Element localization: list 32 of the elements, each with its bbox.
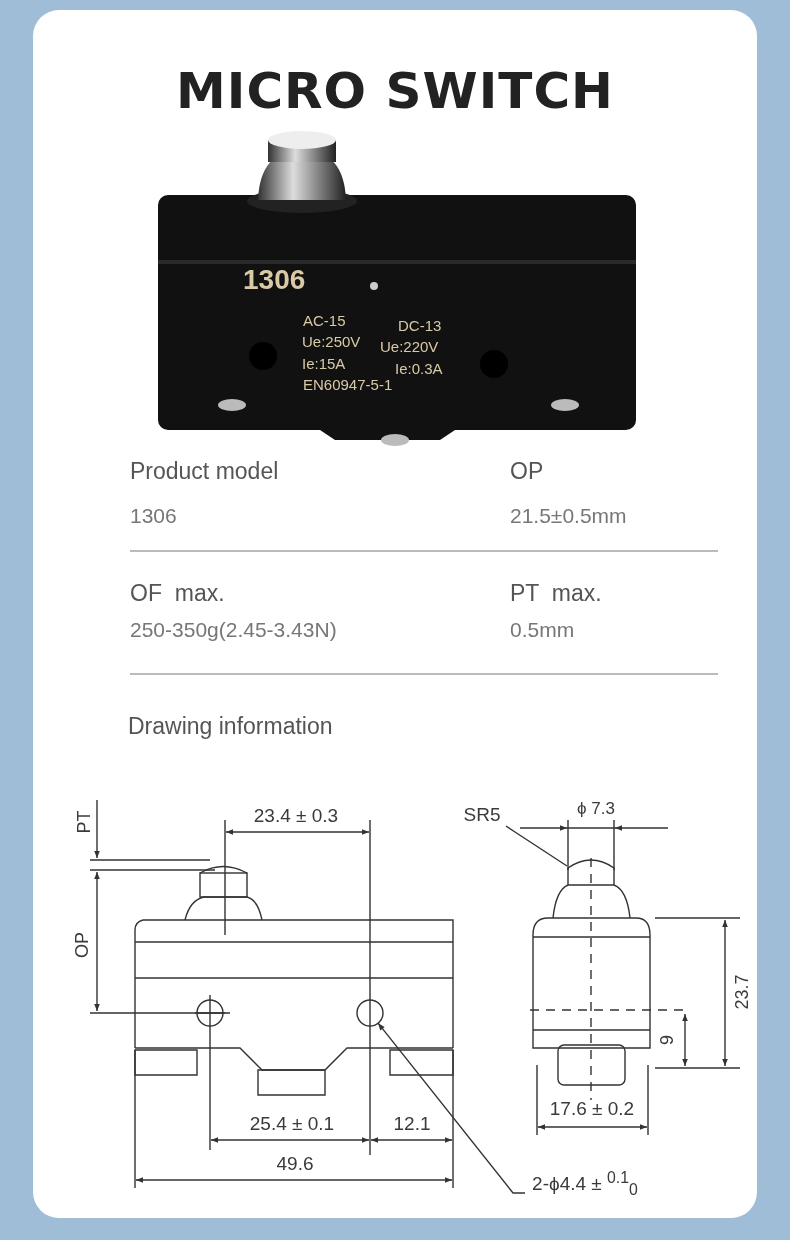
mounting-hole xyxy=(356,999,384,1027)
dimension-label: 23.4 ± 0.3 xyxy=(253,805,339,825)
dimension-label: ϕ 7.3 xyxy=(577,799,615,817)
dimension-label: 49.6 xyxy=(276,1153,314,1173)
leader-line xyxy=(505,825,568,867)
printed-marking: Ie:0.3A xyxy=(395,361,443,376)
printed-marking: DC-13 xyxy=(398,318,442,333)
spec-heading: Product model xyxy=(130,460,279,483)
dimension-label: 17.6 ± 0.2 xyxy=(549,1098,635,1118)
leader-line xyxy=(377,1022,526,1194)
dimension-label: OP xyxy=(73,932,91,958)
printed-marking: Ue:220V xyxy=(380,339,439,354)
dimension-label: 9 xyxy=(658,1035,676,1045)
spec-value: 1306 xyxy=(130,505,177,526)
dimension-label: 25.4 ± 0.1 xyxy=(249,1113,335,1133)
printed-marking: 1306 xyxy=(243,266,306,294)
callout-label: SR5 xyxy=(458,804,506,826)
printed-marking: Ue:250V xyxy=(302,334,361,349)
dimension-label: 12.1 xyxy=(393,1113,431,1133)
spec-value: 21.5±0.5mm xyxy=(510,505,627,526)
printed-marking: AC-15 xyxy=(303,313,346,328)
spec-heading: OP xyxy=(510,460,544,483)
section-heading: Drawing information xyxy=(128,715,333,738)
page-title: MICRO SWITCH xyxy=(175,62,615,120)
spec-value: 250-350g(2.45-3.43N) xyxy=(130,619,337,640)
printed-marking: EN60947-5-1 xyxy=(303,377,393,392)
printed-marking: Ie:15A xyxy=(302,356,346,371)
spec-value: 0.5mm xyxy=(510,619,575,640)
dimension-label: PT xyxy=(75,810,93,834)
dimension-label: 23.7 xyxy=(733,974,751,1010)
spec-heading: PT max. xyxy=(510,582,602,605)
spec-heading: OF max. xyxy=(130,582,225,605)
